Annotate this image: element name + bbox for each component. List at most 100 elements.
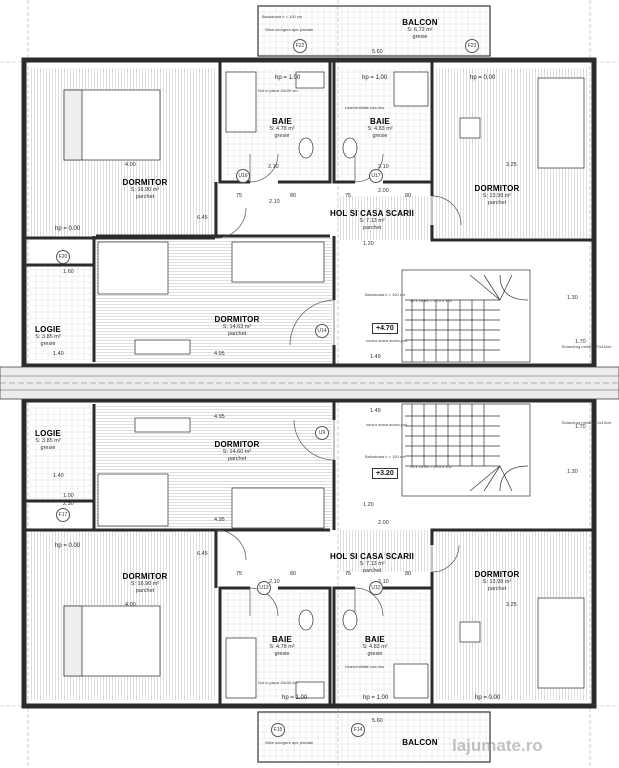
window-tag: F14 [351, 723, 365, 737]
room-name: DORMITOR [122, 178, 168, 187]
dimension-label: 4.00 [125, 162, 136, 168]
dimension-label: 1.70 [575, 339, 586, 345]
dimension-label: 1.49 [370, 354, 381, 360]
room-floor: parchet [362, 567, 382, 574]
dimension-label: 80 [290, 571, 297, 577]
dimension-label: 5.60 [372, 718, 383, 724]
dimension-label: 4.95 [214, 414, 225, 420]
window-tag: F20 [56, 250, 70, 264]
dimension-label: 5.60 [372, 49, 383, 55]
room-floor: gresie [274, 650, 290, 657]
dimension-label: 1.30 [567, 295, 578, 301]
construction-note: Gol in placa 15x30 cm [258, 88, 298, 93]
window-tag: F15 [271, 723, 285, 737]
dimension-label: 1.49 [370, 408, 381, 414]
desks [134, 117, 481, 643]
outer-walls [21, 57, 597, 709]
dimension-label: 2.10 [378, 164, 389, 170]
dimension-label: 2.00 [378, 188, 389, 194]
floor-level-label: hp = 1.00 [362, 75, 388, 81]
dimension-label: 1.20 [363, 241, 374, 247]
room-area: S: 13.98 m² [482, 579, 512, 586]
room-floor: gresie [372, 132, 388, 139]
construction-note: contur scara acces pod [366, 338, 408, 343]
dimension-label: 2.10 [269, 579, 280, 585]
room-name: LOGIE [35, 325, 61, 334]
room-floor: parchet [227, 330, 247, 337]
room-area: S: 4.83 m² [362, 644, 388, 651]
dimension-label: 2.10 [378, 579, 389, 585]
construction-note: 19 x 16.84 = 28.5 x 102 [410, 464, 452, 469]
room-name: BALCON [402, 738, 438, 747]
dimension-label: 80 [290, 193, 297, 199]
door-tag: U16 [236, 169, 250, 183]
room-name: LOGIE [35, 429, 61, 438]
dimension-label: 1.30 [567, 469, 578, 475]
construction-note: Balustrada h = 100 cm [262, 14, 303, 19]
dimension-label: 1.40 [53, 351, 64, 357]
dimension-label: 80 [405, 193, 412, 199]
room-name: BALCON [402, 18, 438, 27]
construction-note: Buiandrug metalic 70x10cm [562, 344, 612, 349]
dimension-label: 75 [345, 571, 352, 577]
room-area: S: 4.78 m² [269, 126, 295, 133]
construction-note: Buiandrug metalic 10x10cm [562, 420, 612, 425]
elevation-marker: +4.70 [372, 323, 398, 334]
window-tag: F23 [465, 39, 479, 53]
room-label-balcon-bottom: BALCON [402, 738, 437, 747]
floor-level-label: hp = 0.00 [55, 543, 81, 549]
room-name: DORMITOR [474, 570, 520, 579]
room-floor: gresie [40, 444, 56, 451]
floor-level-label: hp = 1.00 [363, 695, 389, 701]
construction-note: Sifon scurgere ape pluviale [265, 27, 314, 32]
room-area: S: 13.98 m² [482, 193, 512, 200]
party-wall-strip [0, 366, 619, 400]
door-tag: U9 [315, 426, 329, 440]
window-tag: F22 [293, 39, 307, 53]
dimension-label: 2.10 [269, 199, 280, 205]
door-tag: U12 [369, 581, 383, 595]
dimension-label: 80 [405, 571, 412, 577]
room-name: BAIE [272, 117, 292, 126]
room-area: S: 14.60 m² [222, 449, 252, 456]
dimension-label: 75 [236, 193, 243, 199]
dimension-label: 3.25 [506, 602, 517, 608]
beds [63, 77, 585, 689]
dimension-label: 2.00 [378, 520, 389, 526]
door-tag: U17 [369, 169, 383, 183]
floor-level-label: hp = 1.00 [275, 75, 301, 81]
elevation-marker: +3.20 [372, 468, 398, 479]
floor-level-label: hp = 0.00 [55, 226, 81, 232]
dimension-label: 4.95 [214, 517, 225, 523]
room-name: DORMITOR [214, 315, 260, 324]
room-name: HOL SI CASA SCARII [329, 552, 415, 561]
floor-level-label: hp = 0.00 [470, 75, 496, 81]
room-area: S: 4.78 m² [269, 644, 295, 651]
room-name: BAIE [365, 635, 385, 644]
door-tag: U13 [257, 581, 271, 595]
balconies [257, 5, 491, 763]
construction-note: Usa/ventilatie usa dus [345, 664, 385, 669]
interior-walls [26, 62, 592, 706]
construction-note: Balustrada h = 100 cm [365, 292, 406, 297]
window-tag: F17 [56, 508, 70, 522]
room-area: S: 16.90 m² [130, 581, 160, 588]
dimension-label: 2.30 [63, 501, 74, 507]
room-area: S: 14.63 m² [222, 324, 252, 331]
dimension-label: 4.00 [125, 602, 136, 608]
dimension-label: 3.25 [506, 162, 517, 168]
room-floor: parchet [362, 224, 382, 231]
room-area: S: 6.72 m² [407, 27, 433, 34]
staircase-upper [401, 269, 531, 363]
room-floor: parchet [227, 455, 247, 462]
room-area: S: 16.90 m² [130, 187, 160, 194]
